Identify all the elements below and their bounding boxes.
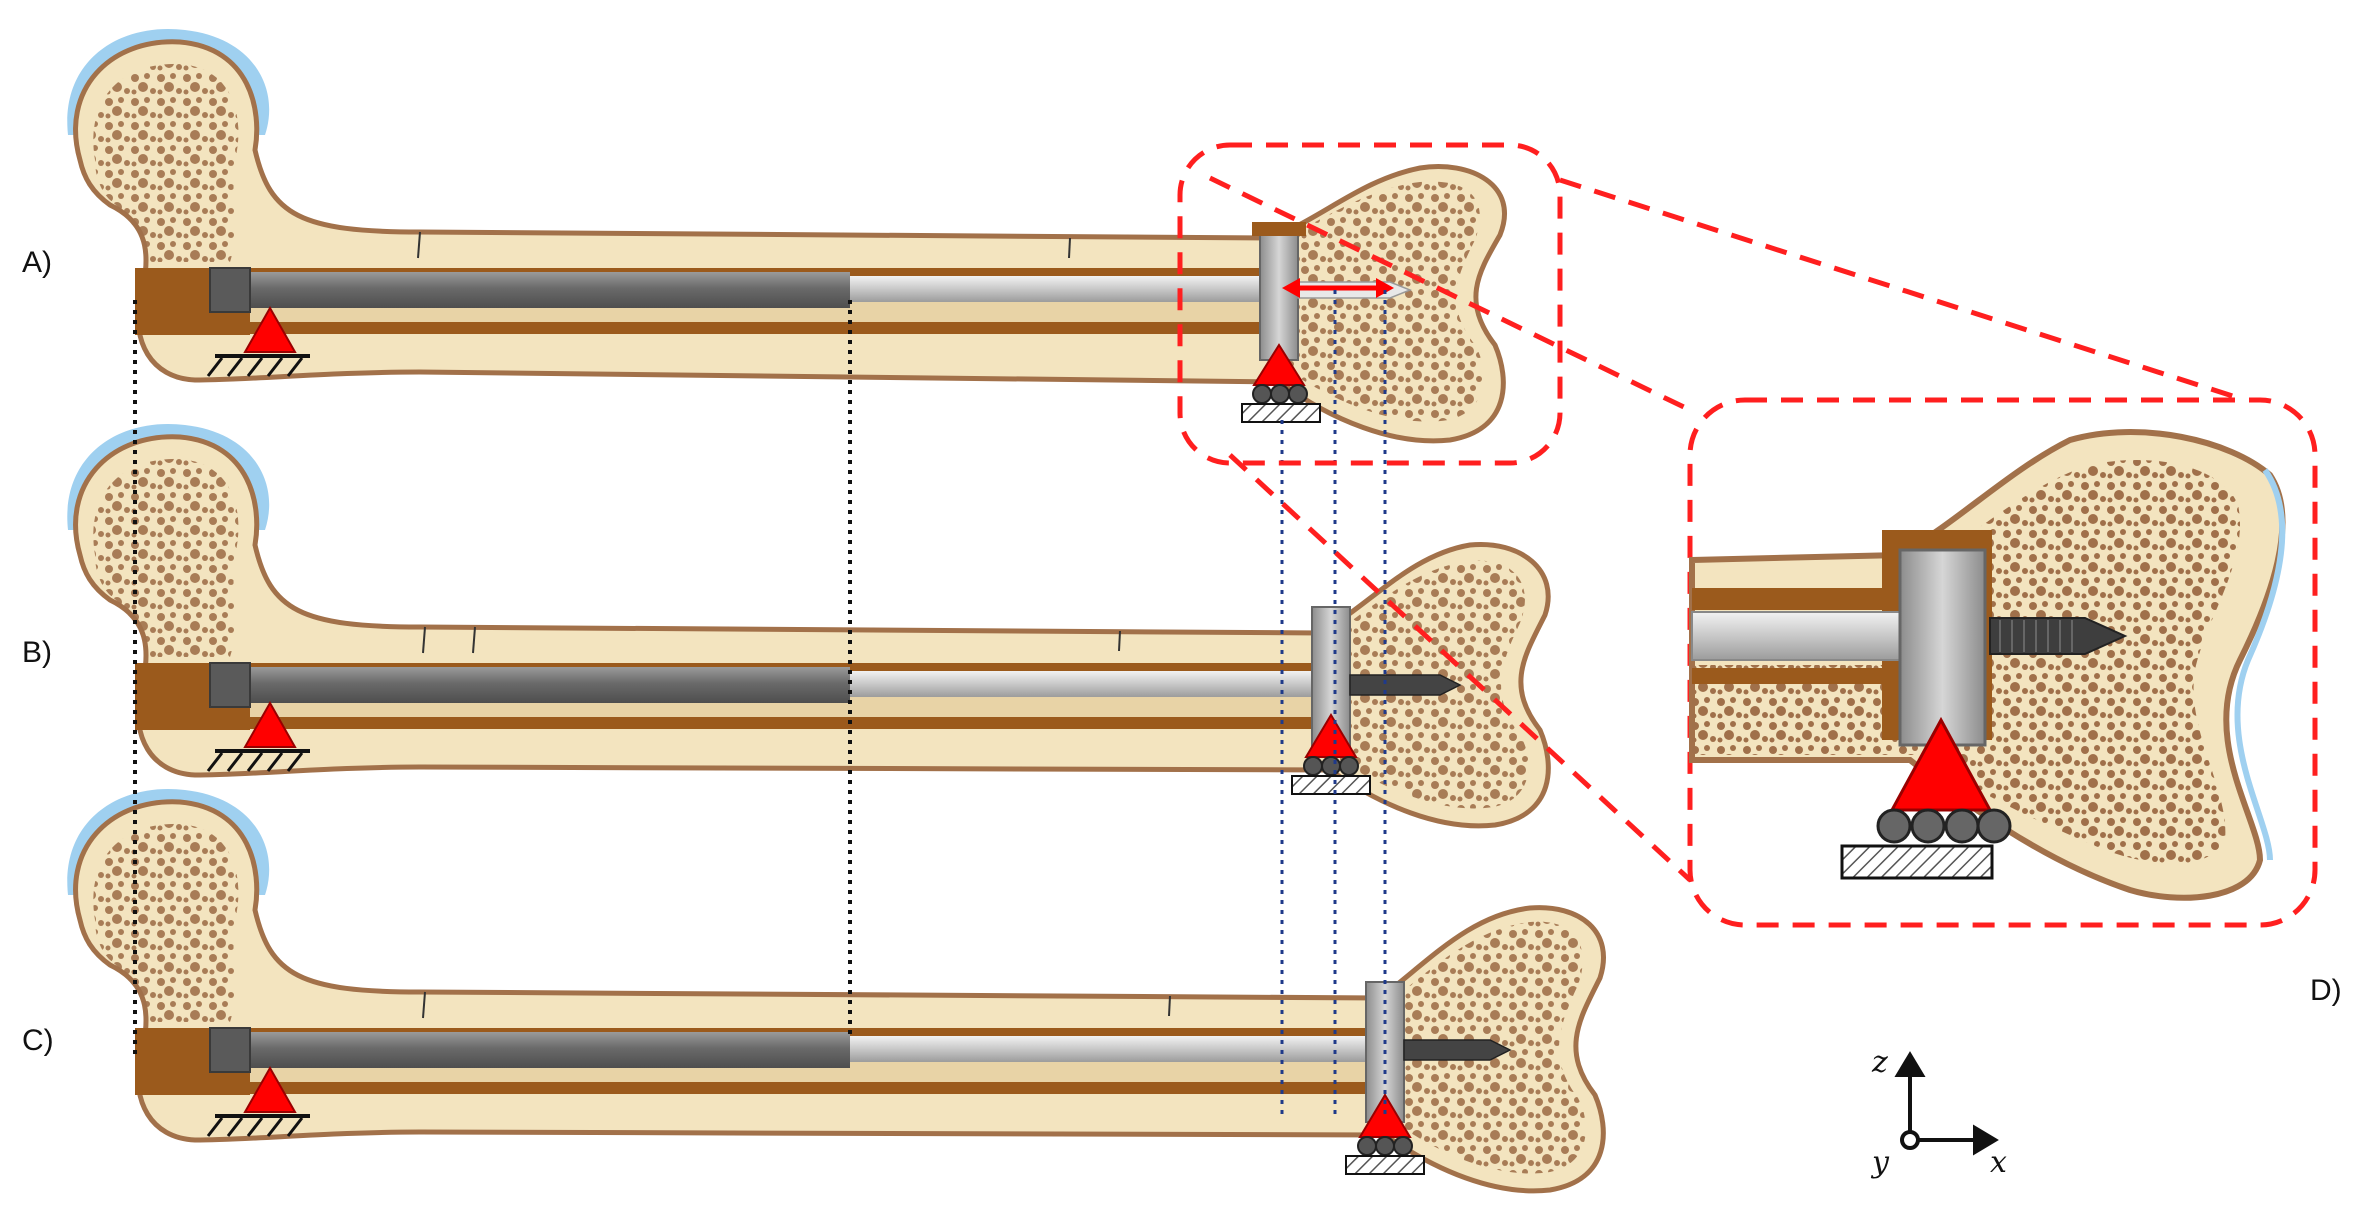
crack-mark bbox=[422, 626, 426, 654]
detail-trabecular bbox=[1935, 459, 2241, 864]
fixed-support-hatch bbox=[206, 1117, 304, 1137]
pin-cement bbox=[1252, 222, 1306, 236]
roller-support-rollers bbox=[1357, 1136, 1413, 1156]
axis-label-z: z bbox=[1871, 1045, 1888, 1080]
panel-a-femur bbox=[67, 28, 1508, 444]
crack-mark bbox=[1168, 995, 1171, 1017]
panel-c-femur bbox=[67, 788, 1606, 1194]
panel-label-b: B) bbox=[22, 636, 52, 669]
x-axis-arrow bbox=[1973, 1124, 1999, 1156]
canal-wall-bottom bbox=[250, 717, 1330, 729]
detail-rollers bbox=[1876, 808, 2012, 844]
roller-support-rollers bbox=[1303, 756, 1359, 776]
nail-head bbox=[209, 1027, 251, 1073]
nail-proximal bbox=[210, 272, 850, 308]
nail-tip-threaded bbox=[1403, 1039, 1512, 1061]
nail-distal bbox=[850, 671, 1330, 697]
nail-proximal bbox=[210, 667, 850, 703]
zoom-source-box bbox=[1177, 142, 1563, 466]
femur-outline bbox=[73, 39, 1508, 444]
roller-support-rollers bbox=[1252, 384, 1308, 404]
panel-d-detail bbox=[1689, 429, 2286, 901]
nail-proximal bbox=[210, 1032, 850, 1068]
fixed-support-triangle bbox=[243, 1065, 297, 1113]
panel-label-d: D) bbox=[2310, 974, 2342, 1007]
fixed-support-triangle bbox=[243, 305, 297, 353]
roller-support-base bbox=[1345, 1155, 1425, 1175]
crack-mark bbox=[422, 991, 426, 1019]
zoom-connector-top-right bbox=[1559, 177, 2246, 403]
proximal-trabecular bbox=[93, 823, 239, 1022]
panel-b-femur bbox=[67, 423, 1551, 829]
detail-cartilage bbox=[2234, 468, 2286, 861]
detail-locking-pin bbox=[1898, 548, 1987, 747]
crack-mark bbox=[472, 626, 476, 654]
crack-mark bbox=[1068, 237, 1071, 259]
nail-head bbox=[209, 662, 251, 708]
panel-label-c: C) bbox=[22, 1024, 54, 1057]
zoom-connector-top-left bbox=[1208, 175, 1692, 413]
locking-pin bbox=[1259, 229, 1299, 361]
alignment-guides bbox=[133, 290, 1387, 1120]
zoom-connector-bottom bbox=[1228, 453, 1692, 882]
detail-thread-marks bbox=[1999, 620, 2073, 652]
fixed-support-hatch bbox=[206, 357, 304, 377]
y-axis-origin bbox=[1900, 1130, 1920, 1150]
roller-support-base bbox=[1291, 775, 1371, 795]
proximal-trabecular bbox=[93, 458, 239, 657]
fixed-support-triangle bbox=[243, 700, 297, 748]
canal-wall-bottom bbox=[250, 322, 1280, 334]
displacement-arrow-right bbox=[1376, 278, 1394, 298]
canal-wall-bottom bbox=[250, 1082, 1390, 1094]
z-axis-arrow bbox=[1894, 1051, 1926, 1077]
detail-roller-triangle bbox=[1889, 716, 1993, 812]
axis-label-x: x bbox=[1990, 1145, 2007, 1180]
displacement-arrow-left bbox=[1282, 278, 1300, 298]
nail-distal bbox=[850, 1036, 1390, 1062]
nail-head bbox=[209, 267, 251, 313]
detail-nail bbox=[1691, 611, 1938, 661]
crack-mark bbox=[1118, 630, 1121, 652]
coordinate-axes bbox=[1894, 1051, 1999, 1156]
nail-tip-threaded bbox=[1349, 674, 1462, 696]
nail-distal bbox=[850, 276, 1280, 302]
detail-canal-wall-top bbox=[1692, 588, 1942, 610]
roller-support-base bbox=[1241, 403, 1321, 423]
fixed-support-hatch bbox=[206, 752, 304, 772]
crack-mark bbox=[417, 231, 421, 259]
proximal-trabecular bbox=[93, 63, 239, 262]
axis-label-y: y bbox=[1870, 1145, 1890, 1180]
detail-roller-base bbox=[1840, 844, 1994, 880]
detail-canal-wall-bottom bbox=[1692, 668, 1942, 684]
panel-label-a: A) bbox=[22, 246, 52, 279]
